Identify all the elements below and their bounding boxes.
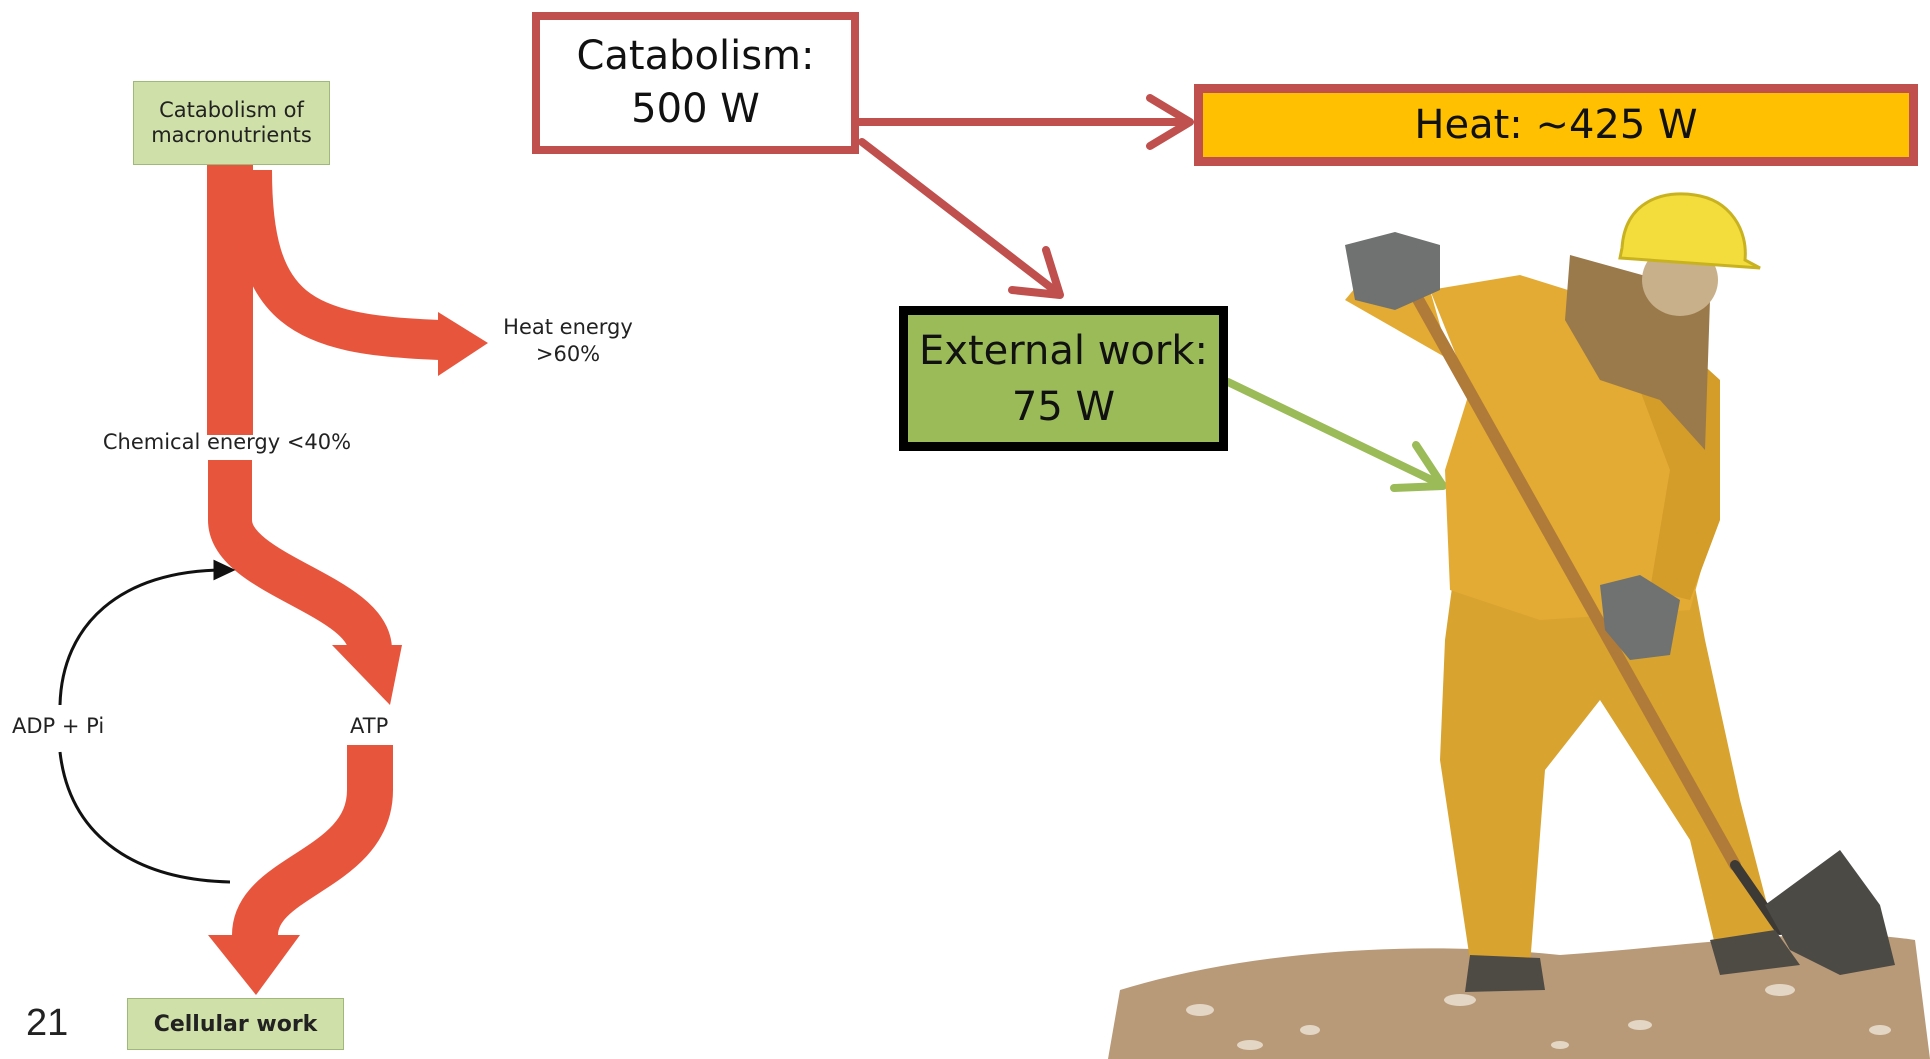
slide-number: 21 — [26, 1002, 68, 1045]
heat-label: Heat: ~425 W — [1414, 102, 1697, 148]
catabolism-line1: Catabolism: — [576, 30, 814, 83]
arrowhead-work — [208, 935, 300, 995]
catabolism-line2: 500 W — [576, 83, 814, 136]
arrowhead-atp — [332, 645, 402, 705]
boot-left-icon — [1465, 955, 1545, 992]
cellular-work-box: Cellular work — [127, 998, 344, 1050]
flow-atp-to-work — [255, 745, 370, 935]
atp-label: ATP — [350, 713, 388, 740]
metabolism-flow-arrows — [230, 165, 440, 935]
heat-energy-line1: Heat energy — [488, 314, 648, 341]
hardhat-icon — [1620, 194, 1760, 268]
catabolism-box: Catabolism: 500 W — [532, 12, 859, 154]
arrow-external-to-worker — [1228, 382, 1440, 484]
cellular-work-label: Cellular work — [154, 1012, 318, 1037]
flow-branch-heat — [252, 170, 440, 340]
arrow-catabolism-to-external — [862, 142, 1058, 293]
chemical-energy-label: Chemical energy <40% — [92, 429, 362, 456]
adp-pi-label: ADP + Pi — [12, 713, 104, 740]
heat-energy-label: Heat energy >60% — [488, 314, 648, 368]
cycle-arc-lower — [60, 752, 230, 882]
external-work-line2: 75 W — [919, 379, 1208, 435]
catabolism-of-macronutrients-box: Catabolism of macronutrients — [133, 81, 330, 165]
flow-chemical-to-atp — [230, 460, 370, 650]
cycle-arc-upper — [60, 570, 225, 705]
worker-illustration — [1108, 194, 1930, 1059]
arrowhead-heat — [438, 312, 488, 376]
heat-box: Heat: ~425 W — [1194, 84, 1918, 166]
heat-energy-line2: >60% — [488, 341, 648, 368]
external-work-box: External work: 75 W — [899, 306, 1228, 451]
external-work-line1: External work: — [919, 323, 1208, 379]
catabolism-of-macronutrients-label: Catabolism of macronutrients — [140, 98, 323, 148]
